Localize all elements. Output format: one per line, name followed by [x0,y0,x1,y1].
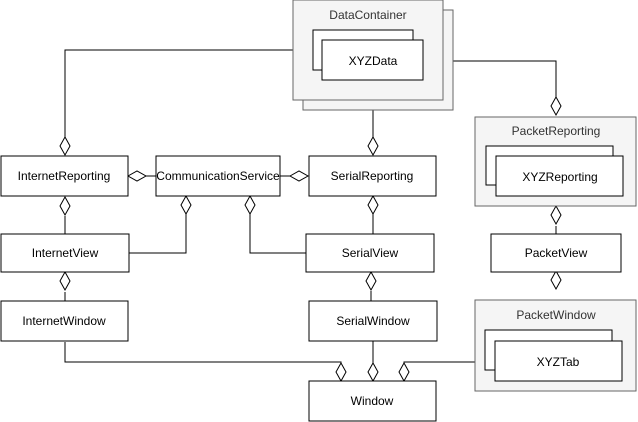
internetreporting-label: InternetReporting [18,169,111,183]
serialview-label: SerialView [342,246,399,260]
internetview-label: InternetView [32,246,99,260]
serialwindow-label: SerialWindow [336,314,410,328]
datacontainer-title: DataContainer [329,8,406,22]
diamond-commservice-left [180,194,192,216]
xyzreporting-label: XYZReporting [522,170,597,184]
node-communicationservice: CommunicationService [155,155,281,197]
xyzdata-label: XYZData [349,54,398,68]
node-internetwindow: InternetWindow [0,300,129,342]
diamond-serialreporting-top [367,135,379,157]
diamond-window-left [335,361,347,383]
edge-internetview-communicationservice [129,214,187,254]
diamond-serialreporting-bottom [367,194,379,216]
packetview-label: PacketView [525,246,588,260]
edge-datacontainer-packetreporting [443,60,557,98]
diamond-serialview-bottom [365,270,377,292]
diamond-internetreporting-top [59,135,71,157]
xyztab-label: XYZTab [537,355,580,369]
diamond-commservice-right [244,194,256,216]
diamond-commservice-internet [126,170,148,182]
diamond-packetview-bottom [550,269,562,291]
diamond-window-center [367,361,379,383]
node-serialview: SerialView [305,233,435,273]
window-label: Window [351,394,394,408]
packetwindow-title: PacketWindow [516,308,596,322]
node-internetview: InternetView [0,233,130,273]
node-internetreporting: InternetReporting [0,155,129,197]
node-serialwindow: SerialWindow [308,300,438,342]
diamond-internetreporting-bottom [59,195,71,217]
datacontainer-group: DataContainer XYZData [292,0,454,111]
edge-serialview-communicationservice [249,214,306,254]
communicationservice-label: CommunicationService [156,169,280,183]
serialreporting-label: SerialReporting [331,169,414,183]
diamond-commservice-serial [288,170,310,182]
edge-packetwindow-window [403,361,475,363]
packetwindow-group: PacketWindow XYZTab [474,299,637,392]
aggregation-diamonds [59,95,562,383]
internetwindow-label: InternetWindow [22,314,106,328]
edge-datacontainer-internetreporting [64,49,293,138]
node-window: Window [308,380,437,422]
diamond-internetview-bottom [59,270,71,292]
node-serialreporting: SerialReporting [308,155,437,197]
packetreporting-group: PacketReporting XYZReporting [474,116,637,207]
diamond-window-right [398,361,410,383]
node-packetview: PacketView [490,233,622,273]
packetreporting-title: PacketReporting [512,124,601,138]
edge-internetwindow-window [64,342,342,363]
diamond-packetreporting-top [550,95,562,117]
diamond-packetreporting-bottom [550,204,562,226]
